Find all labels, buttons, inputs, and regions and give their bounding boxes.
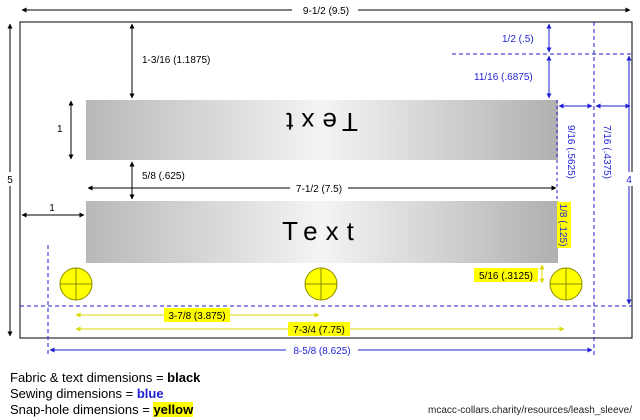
label-strip-gap: 5/8 (.625) bbox=[142, 171, 185, 182]
legend-fabric-word: black bbox=[167, 370, 201, 385]
bottom-strip bbox=[86, 201, 558, 263]
legend-fabric-text: Fabric & text dimensions = bbox=[10, 370, 168, 385]
legend-snap: Snap-hole dimensions = yellow bbox=[10, 402, 200, 418]
label-overall-height: 5 bbox=[7, 175, 13, 186]
legend-fabric: Fabric & text dimensions = black bbox=[10, 370, 200, 386]
sleeve-diagram: Text Text 9-1/2 (9.5) 5 1-3/16 (1.1875) … bbox=[7, 6, 633, 357]
label-strip-right-gap: 9/16 (.5625) bbox=[565, 125, 576, 179]
source-credit: mcacc-collars.charity/resources/leash_sl… bbox=[428, 405, 632, 416]
snap-hole-left bbox=[59, 267, 93, 301]
label-strip-height: 1 bbox=[57, 124, 63, 135]
snap-hole-right bbox=[549, 267, 583, 301]
label-top-margin: 1-3/16 (1.1875) bbox=[142, 55, 210, 66]
label-strip-top-offset: 11/16 (.6875) bbox=[474, 72, 533, 83]
label-left-margin: 1 bbox=[49, 203, 55, 214]
label-snap-spacing-full: 7-3/4 (7.75) bbox=[293, 325, 345, 336]
label-snap-to-edge: 5/16 (.3125) bbox=[479, 271, 533, 282]
legend-sewing-word: blue bbox=[136, 386, 164, 401]
top-strip-label: Text bbox=[278, 107, 358, 137]
legend-snap-word: yellow bbox=[153, 402, 194, 417]
label-overall-width: 9-1/2 (9.5) bbox=[303, 6, 349, 17]
legend-sewing: Sewing dimensions = blue bbox=[10, 386, 200, 402]
label-sewn-width: 8-5/8 (8.625) bbox=[293, 346, 350, 357]
label-snap-spacing-half: 3-7/8 (3.875) bbox=[168, 311, 225, 322]
legend: Fabric & text dimensions = black Sewing … bbox=[10, 370, 200, 418]
snap-hole-middle bbox=[304, 267, 338, 301]
label-right-seam: 7/16 (.4375) bbox=[601, 125, 612, 179]
label-top-seam: 1/2 (.5) bbox=[502, 34, 534, 45]
top-strip bbox=[86, 100, 558, 160]
bottom-strip-label: Text bbox=[282, 216, 362, 246]
label-strip-bottom-offset: 1/8 (.125) bbox=[557, 204, 568, 247]
legend-snap-text: Snap-hole dimensions = bbox=[10, 402, 154, 417]
label-strip-width: 7-1/2 (7.5) bbox=[296, 184, 342, 195]
label-sewn-height: 4 bbox=[626, 175, 632, 186]
legend-sewing-text: Sewing dimensions = bbox=[10, 386, 137, 401]
